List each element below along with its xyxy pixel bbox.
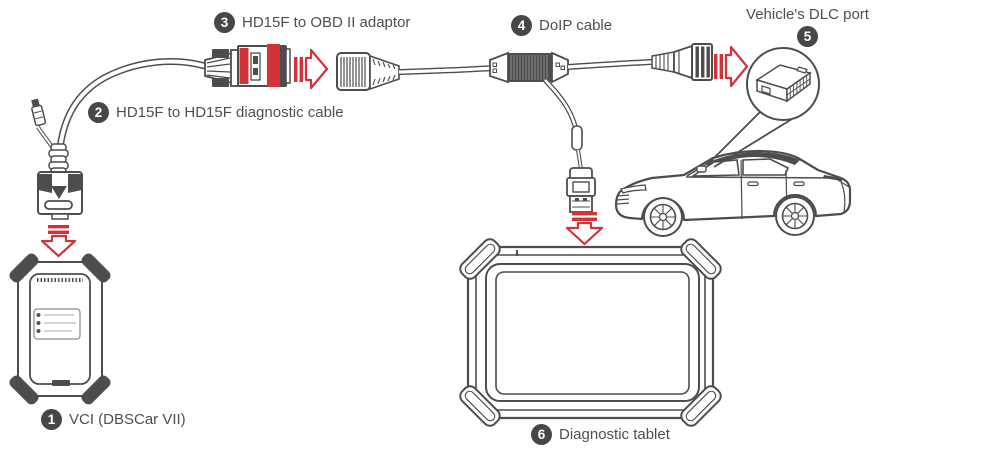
car-door-handle xyxy=(793,181,805,187)
car-rear-window xyxy=(742,158,790,176)
label-doip-cable: 4 DoIP cable xyxy=(511,15,612,36)
tablet-corner-bumpers xyxy=(459,238,722,427)
hd15f-to-obd2-adaptor xyxy=(204,44,291,87)
vci-device xyxy=(9,253,111,405)
label-vci: 1 VCI (DBSCar VII) xyxy=(41,409,186,430)
car-front-wheel xyxy=(643,197,683,237)
obd2-connector xyxy=(336,52,494,91)
step-1-text: VCI (DBSCar VII) xyxy=(69,411,186,428)
arrow-down-icon-2 xyxy=(565,212,604,246)
hd15f-male-connector xyxy=(204,49,240,87)
car-rear-wheel xyxy=(775,196,815,236)
step-3-badge: 3 xyxy=(214,12,235,33)
label-obd2-adaptor: 3 HD15F to OBD II adaptor xyxy=(214,12,410,33)
step-5-badge: 5 xyxy=(797,26,818,47)
step-5-text: Vehicle's DLC port xyxy=(746,6,869,23)
step-6-badge: 6 xyxy=(531,424,552,445)
car-door-handle xyxy=(747,181,759,187)
tablet-screen xyxy=(495,271,690,395)
step-1-badge: 1 xyxy=(41,409,62,430)
diagnostic-tablet xyxy=(459,238,722,427)
label-dlc-port: Vehicle's DLC port 5 xyxy=(735,6,880,47)
hd15f-connector xyxy=(37,171,83,220)
vci-corner-bumpers xyxy=(9,253,111,405)
arrow-down-icon xyxy=(40,225,77,258)
dlc-port xyxy=(755,64,812,103)
power-plug xyxy=(31,98,47,127)
usb-connector xyxy=(566,167,596,213)
doip-vehicle-connector xyxy=(651,43,713,81)
step-2-text: HD15F to HD15F diagnostic cable xyxy=(116,104,344,121)
doip-cable-barrel xyxy=(508,53,552,82)
arrow-right-icon xyxy=(294,48,329,90)
obd2-adaptor-body xyxy=(237,44,291,87)
label-hd15f-cable: 2 HD15F to HD15F diagnostic cable xyxy=(88,102,344,123)
step-2-badge: 2 xyxy=(88,102,109,123)
doip-cable xyxy=(489,43,713,170)
step-6-text: Diagnostic tablet xyxy=(559,426,670,443)
car-headlight xyxy=(620,184,647,194)
hd15f-diagnostic-cable xyxy=(31,58,206,220)
step-3-text: HD15F to OBD II adaptor xyxy=(242,14,411,31)
vci-port xyxy=(52,380,70,386)
car-roof xyxy=(706,152,800,167)
car-illustration xyxy=(614,149,852,237)
car-mirror xyxy=(696,165,707,173)
vci-label-panel xyxy=(33,308,81,340)
arrow-right-icon-2 xyxy=(714,45,749,88)
dlc-magnifier-circle xyxy=(746,47,820,121)
step-4-badge: 4 xyxy=(511,15,532,36)
ferrite-bead xyxy=(571,125,583,151)
label-diagnostic-tablet: 6 Diagnostic tablet xyxy=(531,424,670,445)
step-4-text: DoIP cable xyxy=(539,17,613,34)
magnifier-pointer-lines xyxy=(706,111,793,168)
